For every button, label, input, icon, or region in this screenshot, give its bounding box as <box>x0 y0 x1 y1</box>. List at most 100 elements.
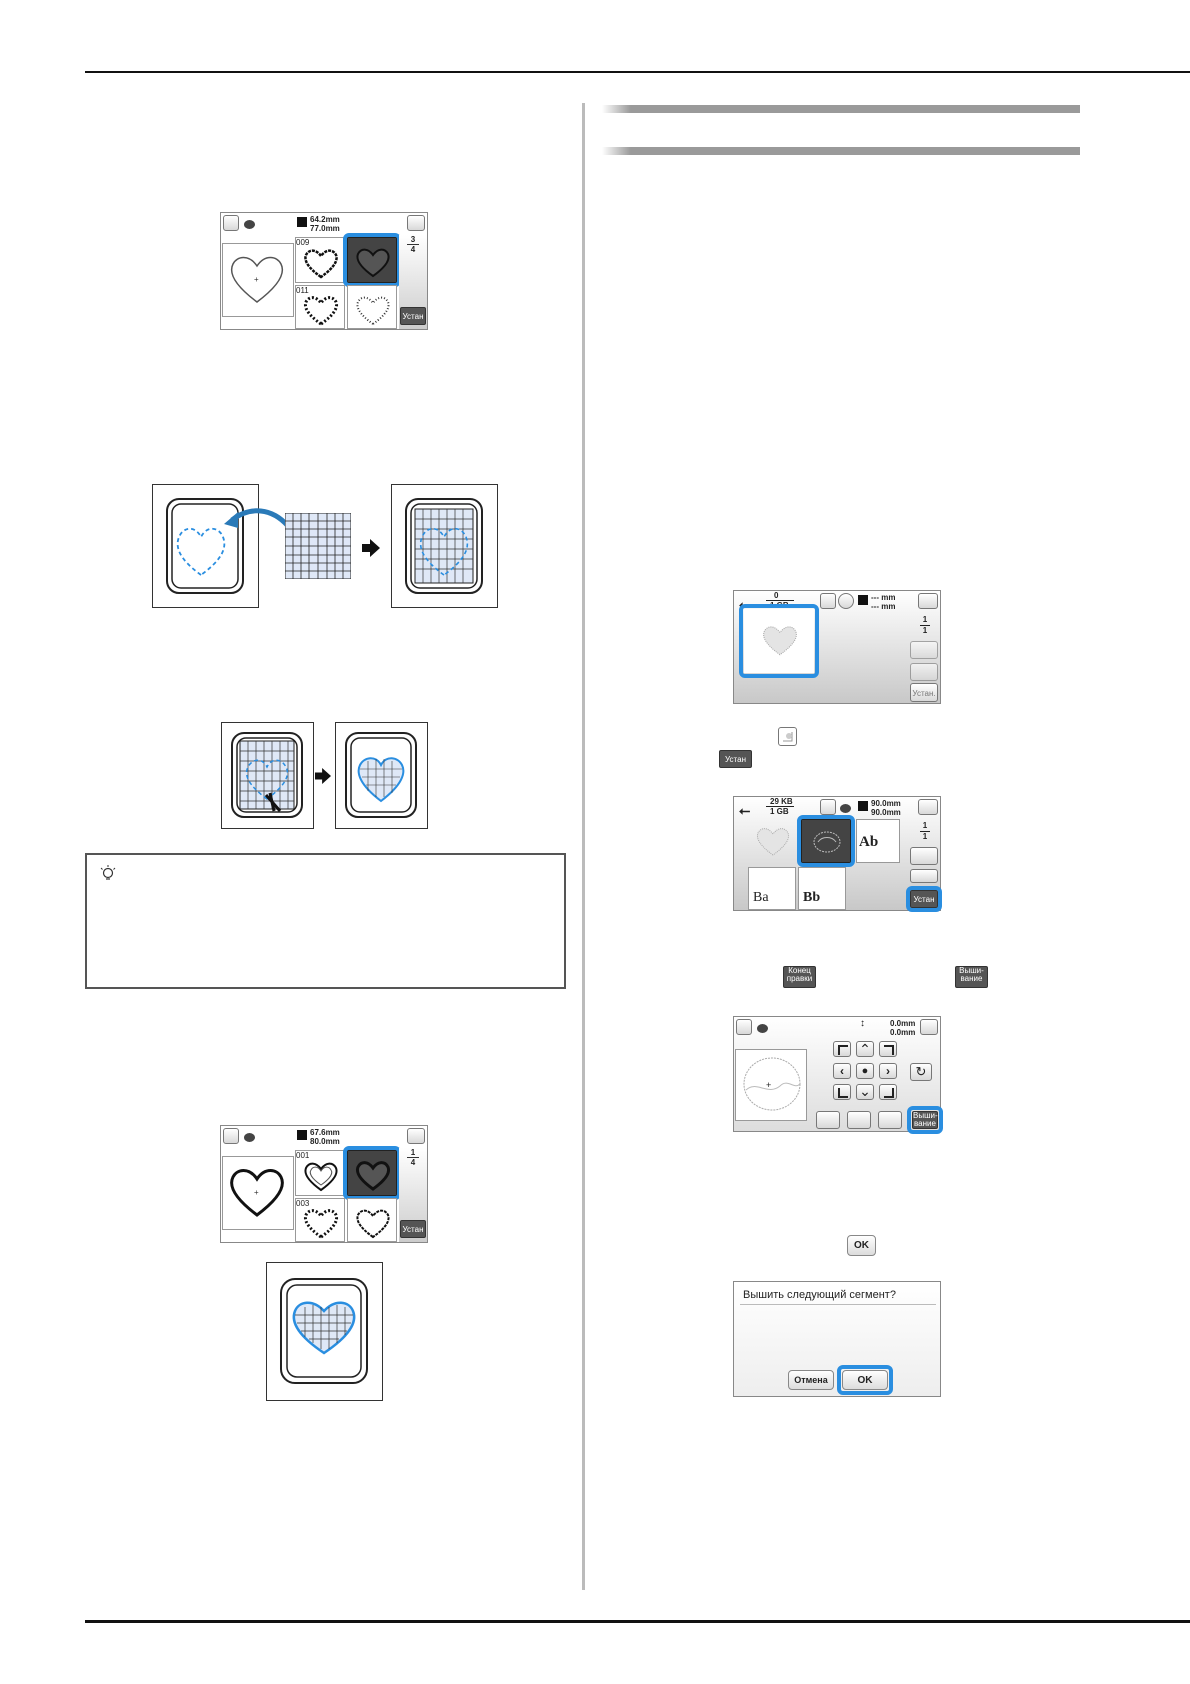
hoop-illustration <box>221 722 314 829</box>
hoop-icon[interactable] <box>407 1128 425 1144</box>
dim-width: 64.2mm <box>310 215 340 224</box>
frame-icon[interactable] <box>736 1019 752 1035</box>
pattern-select-screen-b: 67.6mm 80.0mm + 001 003 1 4 Устан <box>220 1125 428 1243</box>
move-up-left-button[interactable] <box>833 1041 851 1057</box>
pattern-thumbnail-icon <box>778 727 797 746</box>
stippled-heart-icon <box>756 828 790 856</box>
thread-icon <box>840 804 851 813</box>
pattern-cell[interactable]: Bb <box>798 867 846 910</box>
cell-label: Ab <box>859 834 879 850</box>
pattern-select-screen-a: 64.2mm 77.0mm + 009 011 3 4 Устан <box>220 212 428 330</box>
pattern-cell[interactable]: 009 <box>295 237 345 283</box>
pattern-cell[interactable] <box>347 1198 397 1242</box>
move-right-button[interactable]: › <box>879 1063 897 1079</box>
selection-highlight <box>343 1146 401 1200</box>
svg-text:+: + <box>254 275 259 284</box>
pattern-cell-selected[interactable] <box>347 237 397 283</box>
move-up-button[interactable]: ⌃ <box>856 1041 874 1057</box>
pattern-cell[interactable] <box>748 819 798 863</box>
page-count: 1 <box>922 832 928 841</box>
thread-icon <box>244 1133 255 1142</box>
filled-heart-icon <box>356 248 390 278</box>
beaded-heart-icon <box>303 1209 339 1239</box>
set-button[interactable]: Устан <box>400 307 426 325</box>
frame-icon[interactable] <box>223 1128 239 1144</box>
delete-icon[interactable] <box>910 641 938 659</box>
move-down-left-button[interactable] <box>833 1084 851 1100</box>
place-arrow-icon <box>224 508 290 528</box>
hoop-with-fabric-icon <box>405 498 483 594</box>
thread-icon <box>244 220 255 229</box>
next-arrow-icon <box>362 539 380 557</box>
move-up-right-button[interactable] <box>879 1041 897 1057</box>
hoop-icon[interactable] <box>918 593 938 609</box>
quilt-pattern-icon <box>813 831 841 853</box>
needle-position-icon[interactable] <box>816 1111 840 1129</box>
size-icon <box>297 217 307 227</box>
page-number: 1 <box>410 1148 416 1157</box>
cell-label: Ba <box>753 890 769 905</box>
dim-height: 90.0mm <box>871 808 901 817</box>
embroidery-button[interactable]: Выши-вание <box>912 1111 938 1129</box>
hoop-trimming-icon <box>231 732 303 818</box>
set-button-highlight <box>906 886 942 912</box>
pattern-cell[interactable]: 011 <box>295 285 345 329</box>
pattern-cell[interactable] <box>347 285 397 329</box>
size-icon <box>858 595 868 605</box>
move-down-button[interactable]: ⌄ <box>856 1084 874 1100</box>
column-divider <box>582 103 585 1590</box>
pattern-thumbnail[interactable] <box>744 609 814 673</box>
preview-area: + <box>735 1049 807 1121</box>
thread-icon <box>757 1024 768 1033</box>
pattern-cell[interactable]: Ab <box>856 819 900 863</box>
hoop-icon[interactable] <box>407 215 425 231</box>
center-button[interactable]: ● <box>856 1063 874 1079</box>
hoop-icon[interactable] <box>918 799 938 815</box>
rotate-icon[interactable]: ↻ <box>910 1063 932 1081</box>
delete-icon[interactable] <box>910 847 938 865</box>
usb-pattern-screen-2: ⭠ 29 KB 1 GB 90.0mm 90.0mm Ab Ba Bb 1 1 … <box>733 796 942 912</box>
frame-icon[interactable] <box>223 215 239 231</box>
trial-icon[interactable] <box>847 1111 871 1129</box>
page-number: 1 <box>922 821 928 830</box>
hoop-trimmed-heart-icon <box>345 732 417 818</box>
inline-set-button: Устан <box>719 750 752 768</box>
cancel-button[interactable]: Отмена <box>788 1370 834 1390</box>
note-box <box>85 853 566 989</box>
frame-icon[interactable] <box>820 593 836 609</box>
inline-end-edit-button: Конец правки <box>783 966 816 988</box>
outline-heart-icon <box>355 1161 391 1191</box>
embroidery-button-highlight <box>907 1106 943 1134</box>
eraser-icon[interactable] <box>910 869 938 883</box>
move-left-button[interactable]: ‹ <box>833 1063 851 1079</box>
heart-preview-icon: + <box>230 1169 284 1217</box>
set-button[interactable]: Устан <box>910 890 938 908</box>
set-button[interactable]: Устан. <box>910 683 938 702</box>
side-panel: 3 4 Устан <box>399 235 427 329</box>
usb-used: 29 KB <box>770 797 793 806</box>
stippled-heart-icon <box>763 626 797 656</box>
pattern-cell[interactable]: Ba <box>748 867 796 910</box>
dialog-message: Вышить следующий сегмент? <box>743 1289 896 1301</box>
scalloped-heart-icon <box>304 249 338 279</box>
pattern-cell-selected[interactable] <box>347 1150 397 1196</box>
size-icon <box>297 1130 307 1140</box>
cell-label: Bb <box>803 890 821 905</box>
lightbulb-icon <box>100 865 116 880</box>
top-rule <box>85 71 1190 73</box>
ok-button[interactable]: OK <box>842 1370 888 1390</box>
hoop-icon[interactable] <box>920 1019 938 1035</box>
set-button[interactable]: Устан <box>400 1220 426 1238</box>
move-down-right-button[interactable] <box>879 1084 897 1100</box>
thread-icon[interactable] <box>838 593 854 609</box>
pattern-cell-selected[interactable] <box>801 819 851 863</box>
page-count: 4 <box>410 1158 416 1167</box>
dim-height: 77.0mm <box>310 224 340 233</box>
eraser-icon[interactable] <box>910 663 938 681</box>
pattern-cell[interactable]: 003 <box>295 1198 345 1242</box>
svg-text:+: + <box>254 1188 259 1197</box>
frame-icon[interactable] <box>820 799 836 815</box>
hoop-edge-icon[interactable] <box>878 1111 902 1129</box>
scalloped-heart-icon <box>356 1209 390 1239</box>
pattern-cell[interactable]: 001 <box>295 1150 345 1196</box>
